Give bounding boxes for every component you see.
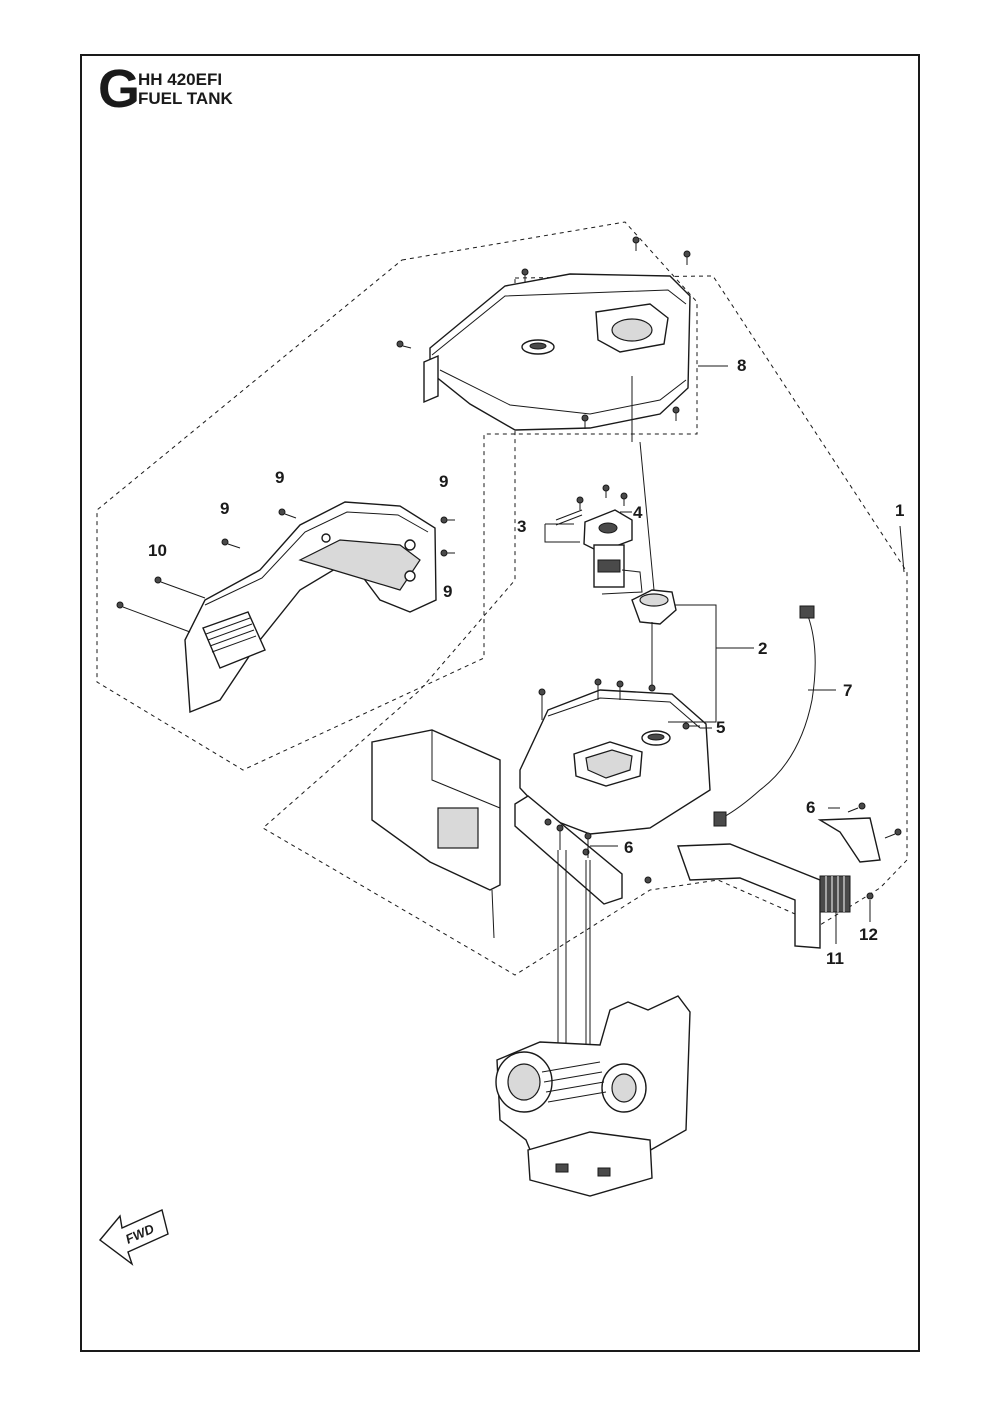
fuel-line-connector-bottom	[713, 811, 727, 827]
leader-lines	[544, 365, 905, 944]
regulator-bolts	[847, 802, 902, 900]
model-name: HH 420EFI	[138, 70, 223, 89]
callout-12: 12	[859, 925, 878, 944]
drawing-frame	[80, 54, 920, 1352]
callout-8: 8	[737, 356, 746, 375]
regulator-bracket	[677, 817, 881, 949]
callout-3: 3	[517, 517, 526, 536]
cover-group-boundary	[96, 221, 698, 771]
callout-9c: 9	[439, 472, 448, 491]
voltage-regulator	[819, 875, 851, 913]
callout-5: 5	[716, 718, 725, 737]
fuel-tank	[519, 689, 711, 835]
pump-screws	[576, 484, 628, 510]
callout-6a: 6	[806, 798, 815, 817]
callout-11: 11	[826, 949, 844, 968]
callout-9b: 9	[220, 499, 229, 518]
forward-arrow-icon: FWD	[98, 1209, 169, 1266]
tank-bolts	[538, 678, 700, 730]
callout-2: 2	[758, 639, 767, 658]
callout-10: 10	[148, 541, 167, 560]
callout-7: 7	[843, 681, 852, 700]
alignment-lines	[557, 376, 655, 1060]
callout-1: 1	[895, 501, 904, 520]
fuel-cap	[631, 589, 677, 692]
callout-4: 4	[633, 503, 643, 522]
section-title: FUEL TANK	[138, 89, 233, 108]
fuel-pump	[555, 509, 643, 595]
top-cover	[423, 273, 691, 431]
shroud-screws	[116, 508, 455, 633]
bracket-bolts	[556, 824, 652, 884]
callout-9a: 9	[275, 468, 284, 487]
callout-6b: 6	[624, 838, 633, 857]
engine-block	[495, 995, 691, 1197]
section-letter: G	[98, 59, 141, 119]
heat-shield	[371, 729, 501, 939]
callout-9d: 9	[443, 582, 452, 601]
tank-bracket	[514, 795, 623, 905]
cover-screws	[396, 236, 691, 429]
side-shroud	[184, 501, 437, 714]
fuel-line-connector-top	[799, 605, 815, 619]
fuel-line	[721, 615, 816, 819]
